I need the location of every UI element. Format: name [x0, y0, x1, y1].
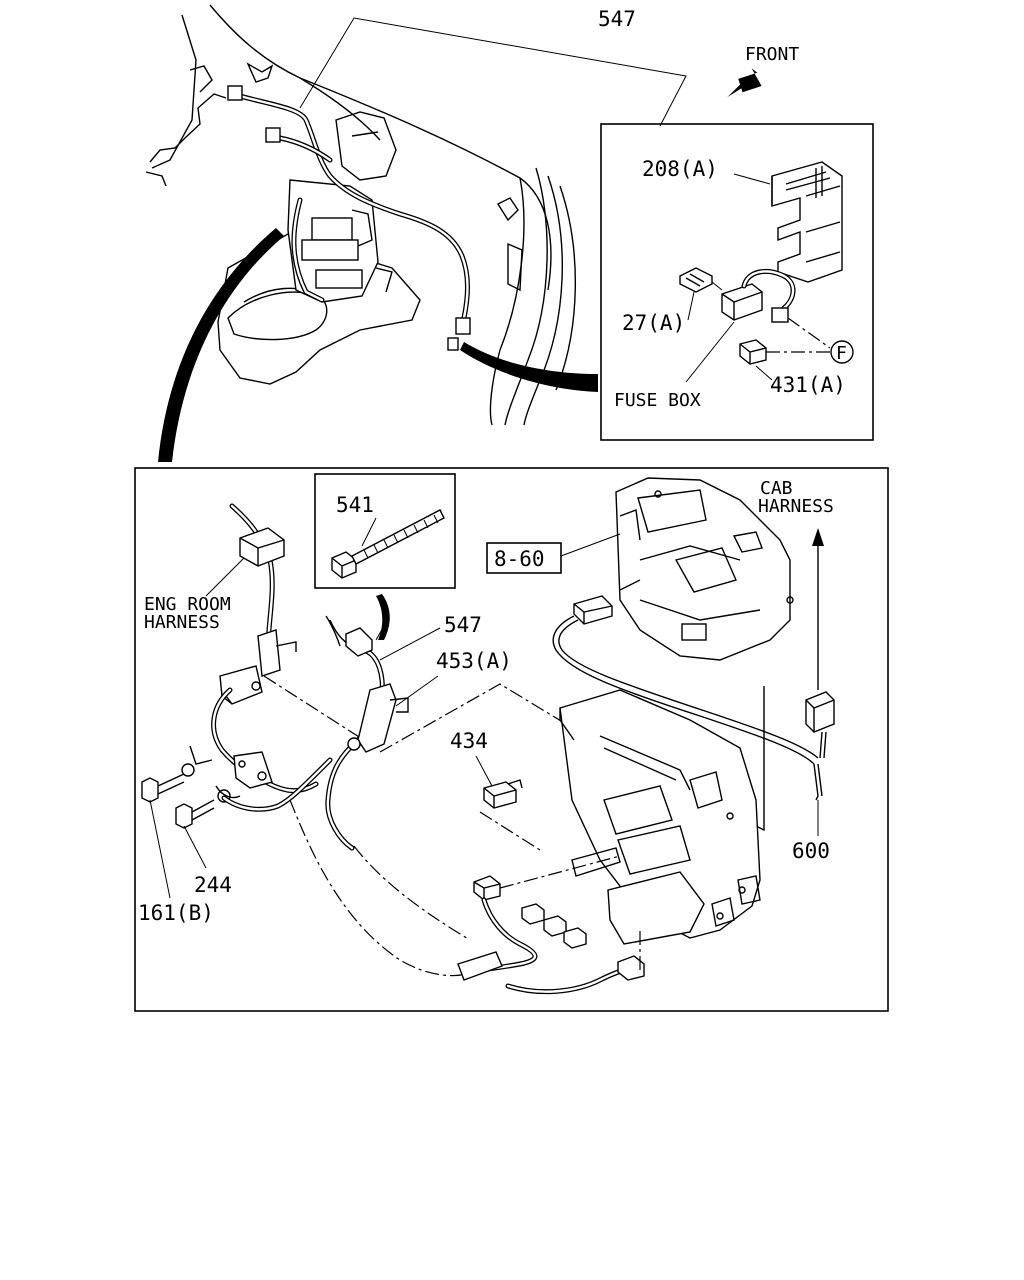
circle-f-icon	[830, 340, 854, 364]
fuse-27a	[679, 267, 723, 293]
label-547-top: 547	[598, 7, 636, 31]
harness-600	[552, 595, 835, 836]
clip-541-inset: 541	[314, 473, 456, 589]
fuse-box-inset: 208(A) 27(A)	[600, 123, 874, 441]
label-547-lower: 547	[444, 613, 482, 637]
front-label: FRONT	[745, 44, 799, 65]
clip-541-frame	[314, 473, 456, 589]
cable-tie-541	[331, 509, 445, 579]
detail-frame	[134, 467, 889, 1012]
label-8-60: 8-60	[494, 547, 545, 571]
bracket-208a	[771, 161, 843, 283]
harness-connector	[227, 85, 243, 101]
label-208a: 208(A)	[642, 157, 718, 181]
heater-unit-8-60	[615, 477, 794, 661]
label-453a: 453(A)	[436, 649, 512, 673]
label-eng-room-2: HARNESS	[144, 612, 220, 633]
front-arrow-icon	[727, 68, 762, 98]
connector-431a	[739, 339, 767, 365]
label-600: 600	[792, 839, 830, 863]
label-434: 434	[450, 729, 488, 753]
label-fuse-box: FUSE BOX	[614, 390, 701, 411]
label-161b: 161(B)	[138, 901, 214, 925]
fuse-box-frame	[600, 123, 874, 441]
label-431a: 431(A)	[770, 373, 846, 397]
ref-box-8-60	[486, 542, 562, 574]
bolt-161b	[141, 773, 185, 803]
callout-arrow-left	[158, 228, 284, 462]
label-541: 541	[336, 493, 374, 517]
label-circle-f: F	[836, 343, 847, 364]
up-arrow-icon	[812, 528, 824, 546]
heater-case	[559, 689, 761, 945]
label-cab-2: HARNESS	[758, 496, 834, 517]
harness-assembly-center	[221, 615, 441, 851]
harness-branch-lower	[457, 855, 645, 995]
label-244: 244	[194, 873, 232, 897]
bolt-244	[175, 799, 215, 829]
front-indicator: FRONT	[727, 44, 799, 98]
label-cab-1: CAB	[760, 478, 793, 499]
callout-arrow-541	[376, 594, 390, 640]
connector-434	[483, 779, 523, 809]
fuse-box	[721, 268, 796, 323]
harness-connector	[455, 317, 471, 335]
harness-connector	[447, 337, 459, 351]
dashboard-overview: 547	[145, 4, 687, 426]
harness-assembly-left	[181, 503, 371, 803]
label-27a: 27(A)	[622, 311, 685, 335]
callout-arrow-right	[460, 342, 598, 392]
label-eng-room-1: ENG ROOM	[144, 594, 231, 615]
harness-connector	[265, 127, 281, 143]
